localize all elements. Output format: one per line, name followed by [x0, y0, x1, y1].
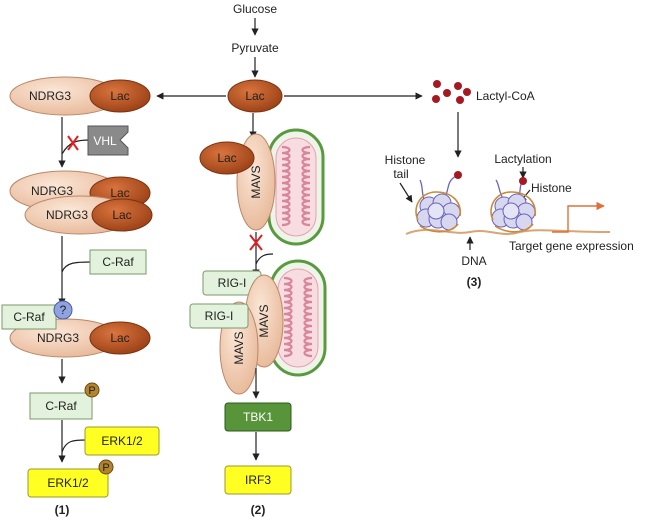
dna-label: DNA: [461, 254, 486, 268]
lac-on-mavs-label: Lac: [217, 151, 236, 165]
mavs-label: MAVS: [232, 331, 246, 364]
pyruvate-label: Pyruvate: [231, 41, 279, 55]
nucleosome-icon: [490, 191, 537, 233]
panel-3-label: (3): [467, 275, 482, 289]
mavs-label: MAVS: [257, 304, 271, 337]
question-badge: [53, 300, 73, 320]
irf3-label: IRF3: [245, 473, 271, 487]
target-gene-label: Target gene expression: [509, 239, 634, 253]
phospho-badge: [98, 459, 114, 475]
lac-on-ndrg3-label: Lac: [110, 89, 129, 103]
lactylation-label: Lactylation: [494, 152, 551, 166]
phospho-label: P: [102, 462, 109, 474]
histone-tail-label-line2: tail: [393, 167, 408, 181]
craf-branch-line: [61, 261, 93, 273]
mitochondrion-icon: [267, 128, 325, 246]
erk-branch-line: [61, 439, 87, 453]
ndrg3-label: NDRG3: [31, 184, 73, 198]
phospho-label: P: [88, 385, 95, 397]
craf-box: [89, 249, 147, 275]
craf-label: C-Raf: [102, 255, 134, 269]
erk-box: [27, 468, 109, 498]
tbk1-label: TBK1: [243, 410, 273, 424]
erk-label: ERK1/2: [47, 476, 89, 490]
lac-on-ndrg3: [91, 198, 153, 232]
ndrg3-label: NDRG3: [37, 331, 79, 345]
histone-tail-label: Histone: [385, 153, 426, 167]
glucose-label: Glucose: [233, 2, 277, 16]
rigi-label: RIG-I: [218, 276, 247, 290]
lac-on-ndrg3: [89, 79, 151, 113]
rigi-box: [189, 303, 249, 329]
lactyl-coa-dots: [432, 80, 471, 104]
nucleosome-icon: [415, 191, 462, 233]
transcription-arrow: [552, 201, 605, 233]
rigi-branch-line: [255, 253, 274, 265]
vhl-branch-line: [61, 139, 91, 155]
craf-box: [1, 304, 57, 330]
lac-on-ndrg3-label: Lac: [110, 331, 129, 345]
craf-box: [29, 392, 93, 420]
phospho-badge: [84, 382, 100, 398]
tbk1-box: [224, 402, 292, 432]
mavs-label: MAVS: [249, 165, 263, 198]
lac-on-ndrg3-label: Lac: [112, 208, 131, 222]
vhl-label: VHL: [93, 134, 117, 148]
inhibition-x-icon: [67, 135, 79, 151]
lac-on-mavs: [199, 141, 255, 175]
ndrg3-label: NDRG3: [29, 89, 71, 103]
rigi-label: RIG-I: [205, 309, 234, 323]
irf3-box: [224, 465, 292, 495]
vhl-block-icon: [87, 125, 129, 156]
lactyl-mark: [454, 171, 462, 179]
craf-label: C-Raf: [13, 310, 45, 324]
inhibition-x-icon: [249, 234, 263, 251]
erk-box: [84, 426, 160, 456]
lac-central: [227, 79, 283, 113]
lac-central-label: Lac: [245, 89, 264, 103]
craf-label: C-Raf: [45, 399, 77, 413]
histone-label: Histone: [531, 181, 572, 195]
lactyl-coa-label: Lactyl-CoA: [476, 89, 535, 103]
lactyl-mark: [519, 177, 527, 185]
panel-1-label: (1): [55, 503, 70, 517]
dna-strand: [405, 228, 611, 235]
question-label: ?: [60, 303, 67, 317]
ndrg3-label: NDRG3: [46, 208, 88, 222]
panel-2-label: (2): [251, 503, 266, 517]
lac-on-ndrg3-label: Lac: [110, 186, 129, 200]
arrow-histone-tail: [399, 182, 413, 203]
erk-label: ERK1/2: [101, 434, 143, 448]
lac-on-ndrg3: [89, 321, 151, 355]
